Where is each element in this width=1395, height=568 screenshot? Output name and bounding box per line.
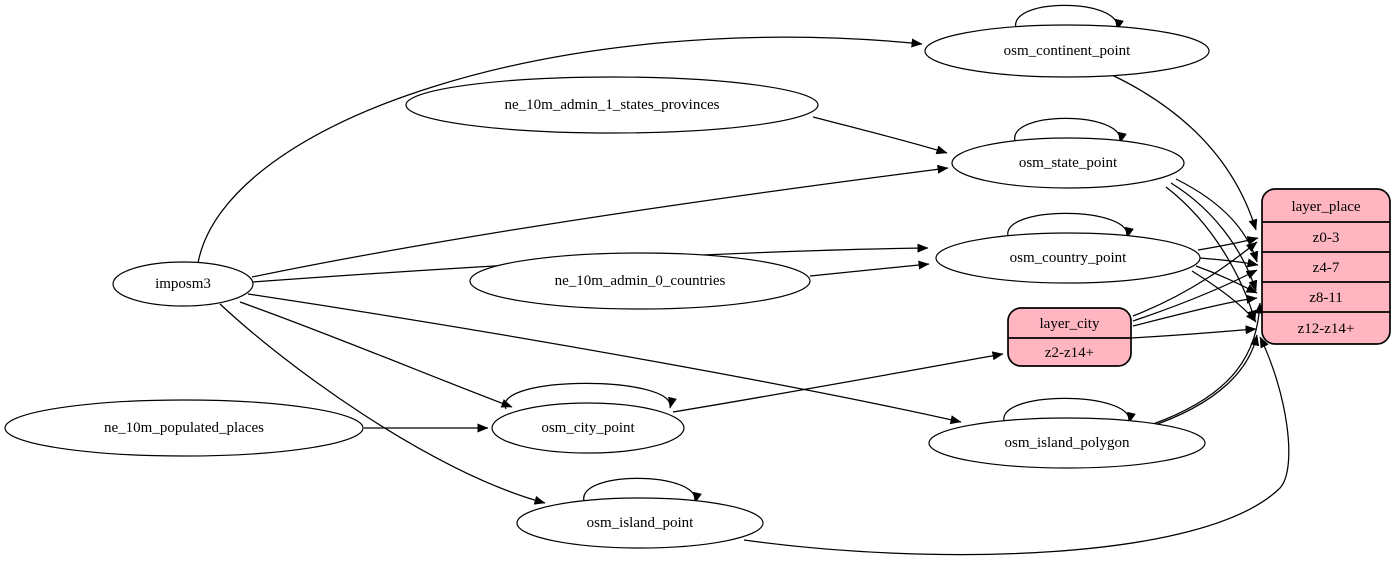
table-ellipse [516,497,764,549]
node-layer_city: layer_city z2-z14+ [1007,307,1132,367]
table-ellipse [924,24,1210,78]
edge-osm_state_point-to-layer_place-z8-11 [1170,182,1258,292]
edge-osm_island_polygon-to-layer_place-z12-z14+ [1145,334,1260,429]
edge-imposm3-to-osm_city_point [239,301,513,408]
node-ne_10m_populated_places: ne_10m_populated_places [4,399,364,457]
record-title: layer_place [1291,199,1360,215]
table-ellipse [405,76,819,134]
node-imposm3: imposm3 [112,261,254,307]
edge-ne_10m_admin_1_states_provinces-to-osm_state_point [812,116,948,155]
edge-imposm3-to-osm_island_point [219,303,546,505]
table-ellipse [112,261,254,307]
edge-osm_city_point-to-layer_city-z2-z14+ [672,351,1004,413]
layer-record-box [1261,188,1391,345]
edge-layer_city-to-layer_place-z4-7 [1132,269,1258,322]
node-osm_island_point: osm_island_point [516,497,764,549]
edge-osm_continent_point-to-layer_place-z0-3 [1111,74,1258,231]
node-layer_place: layer_place z0-3 z4-7 z8-11 z12-z14+ [1261,188,1391,345]
table-ellipse [928,417,1206,469]
edge-osm_continent_point-to-osm_continent_point [1015,4,1124,32]
edge-osm_state_point-to-osm_state_point [1014,117,1127,145]
node-label: osm_city_point [541,420,635,436]
edge-imposm3-to-osm_island_polygon [247,293,962,425]
table-ellipse [935,232,1201,284]
node-osm_continent_point: osm_continent_point [924,24,1210,78]
edge-osm_island_point-to-layer_place-z12-z14+ [743,336,1290,556]
layer-record-box [1007,307,1132,367]
record-row-label: z0-3 [1313,230,1340,246]
edge-layer_city-to-layer_place-z0-3 [1132,241,1258,317]
record-title: layer_city [1040,316,1100,332]
record-row-label: z4-7 [1313,260,1340,276]
table-ellipse [469,252,811,310]
node-label: imposm3 [155,276,211,292]
node-ne_10m_admin_0_countries: ne_10m_admin_0_countries [469,252,811,310]
table-ellipse [4,399,364,457]
node-osm_island_polygon: osm_island_polygon [928,417,1206,469]
edge-layer_city-to-layer_place-z12-z14+ [1130,325,1257,339]
node-label: osm_island_point [587,515,695,531]
node-osm_state_point: osm_state_point [951,137,1185,189]
edge-imposm3-to-osm_state_point [251,164,949,278]
edge-osm_island_polygon-to-layer_place-z8-11 [1152,302,1264,425]
edge-imposm3-to-osm_continent_point [197,36,923,264]
edge-ne_10m_admin_0_countries-to-osm_country_point [809,260,930,277]
edges [197,4,1290,556]
node-label: ne_10m_admin_1_states_provinces [505,97,720,113]
node-label: osm_country_point [1010,250,1127,266]
edge-layer_city-to-layer_place-z8-11 [1132,294,1258,327]
node-label: osm_continent_point [1004,43,1131,59]
node-label: ne_10m_populated_places [104,420,264,436]
node-label: ne_10m_admin_0_countries [555,273,726,289]
node-osm_city_point: osm_city_point [491,402,685,454]
edge-osm_city_point-to-osm_city_point [504,382,677,410]
table-ellipse [491,402,685,454]
node-label: osm_island_polygon [1004,435,1130,451]
nodes: imposm3 ne_10m_admin_1_states_provincesne… [4,24,1391,549]
edge-osm_island_point-to-osm_island_point [583,477,702,505]
edge-osm_island_polygon-to-osm_island_polygon [1003,397,1136,425]
edge-osm_state_point-to-layer_place-z4-7 [1175,178,1259,263]
edge-osm_country_point-to-layer_place-z0-3 [1197,236,1259,251]
edge-osm_state_point-to-layer_place-z12-z14+ [1165,186,1257,322]
edge-osm_country_point-to-osm_country_point [1007,212,1134,240]
node-label: osm_state_point [1019,155,1118,171]
node-osm_country_point: osm_country_point [935,232,1201,284]
node-ne_10m_admin_1_states_provinces: ne_10m_admin_1_states_provinces [405,76,819,134]
record-row-label: z12-z14+ [1298,321,1355,337]
table-ellipse [951,137,1185,189]
record-row-label: z2-z14+ [1045,345,1094,361]
record-row-label: z8-11 [1309,290,1343,306]
